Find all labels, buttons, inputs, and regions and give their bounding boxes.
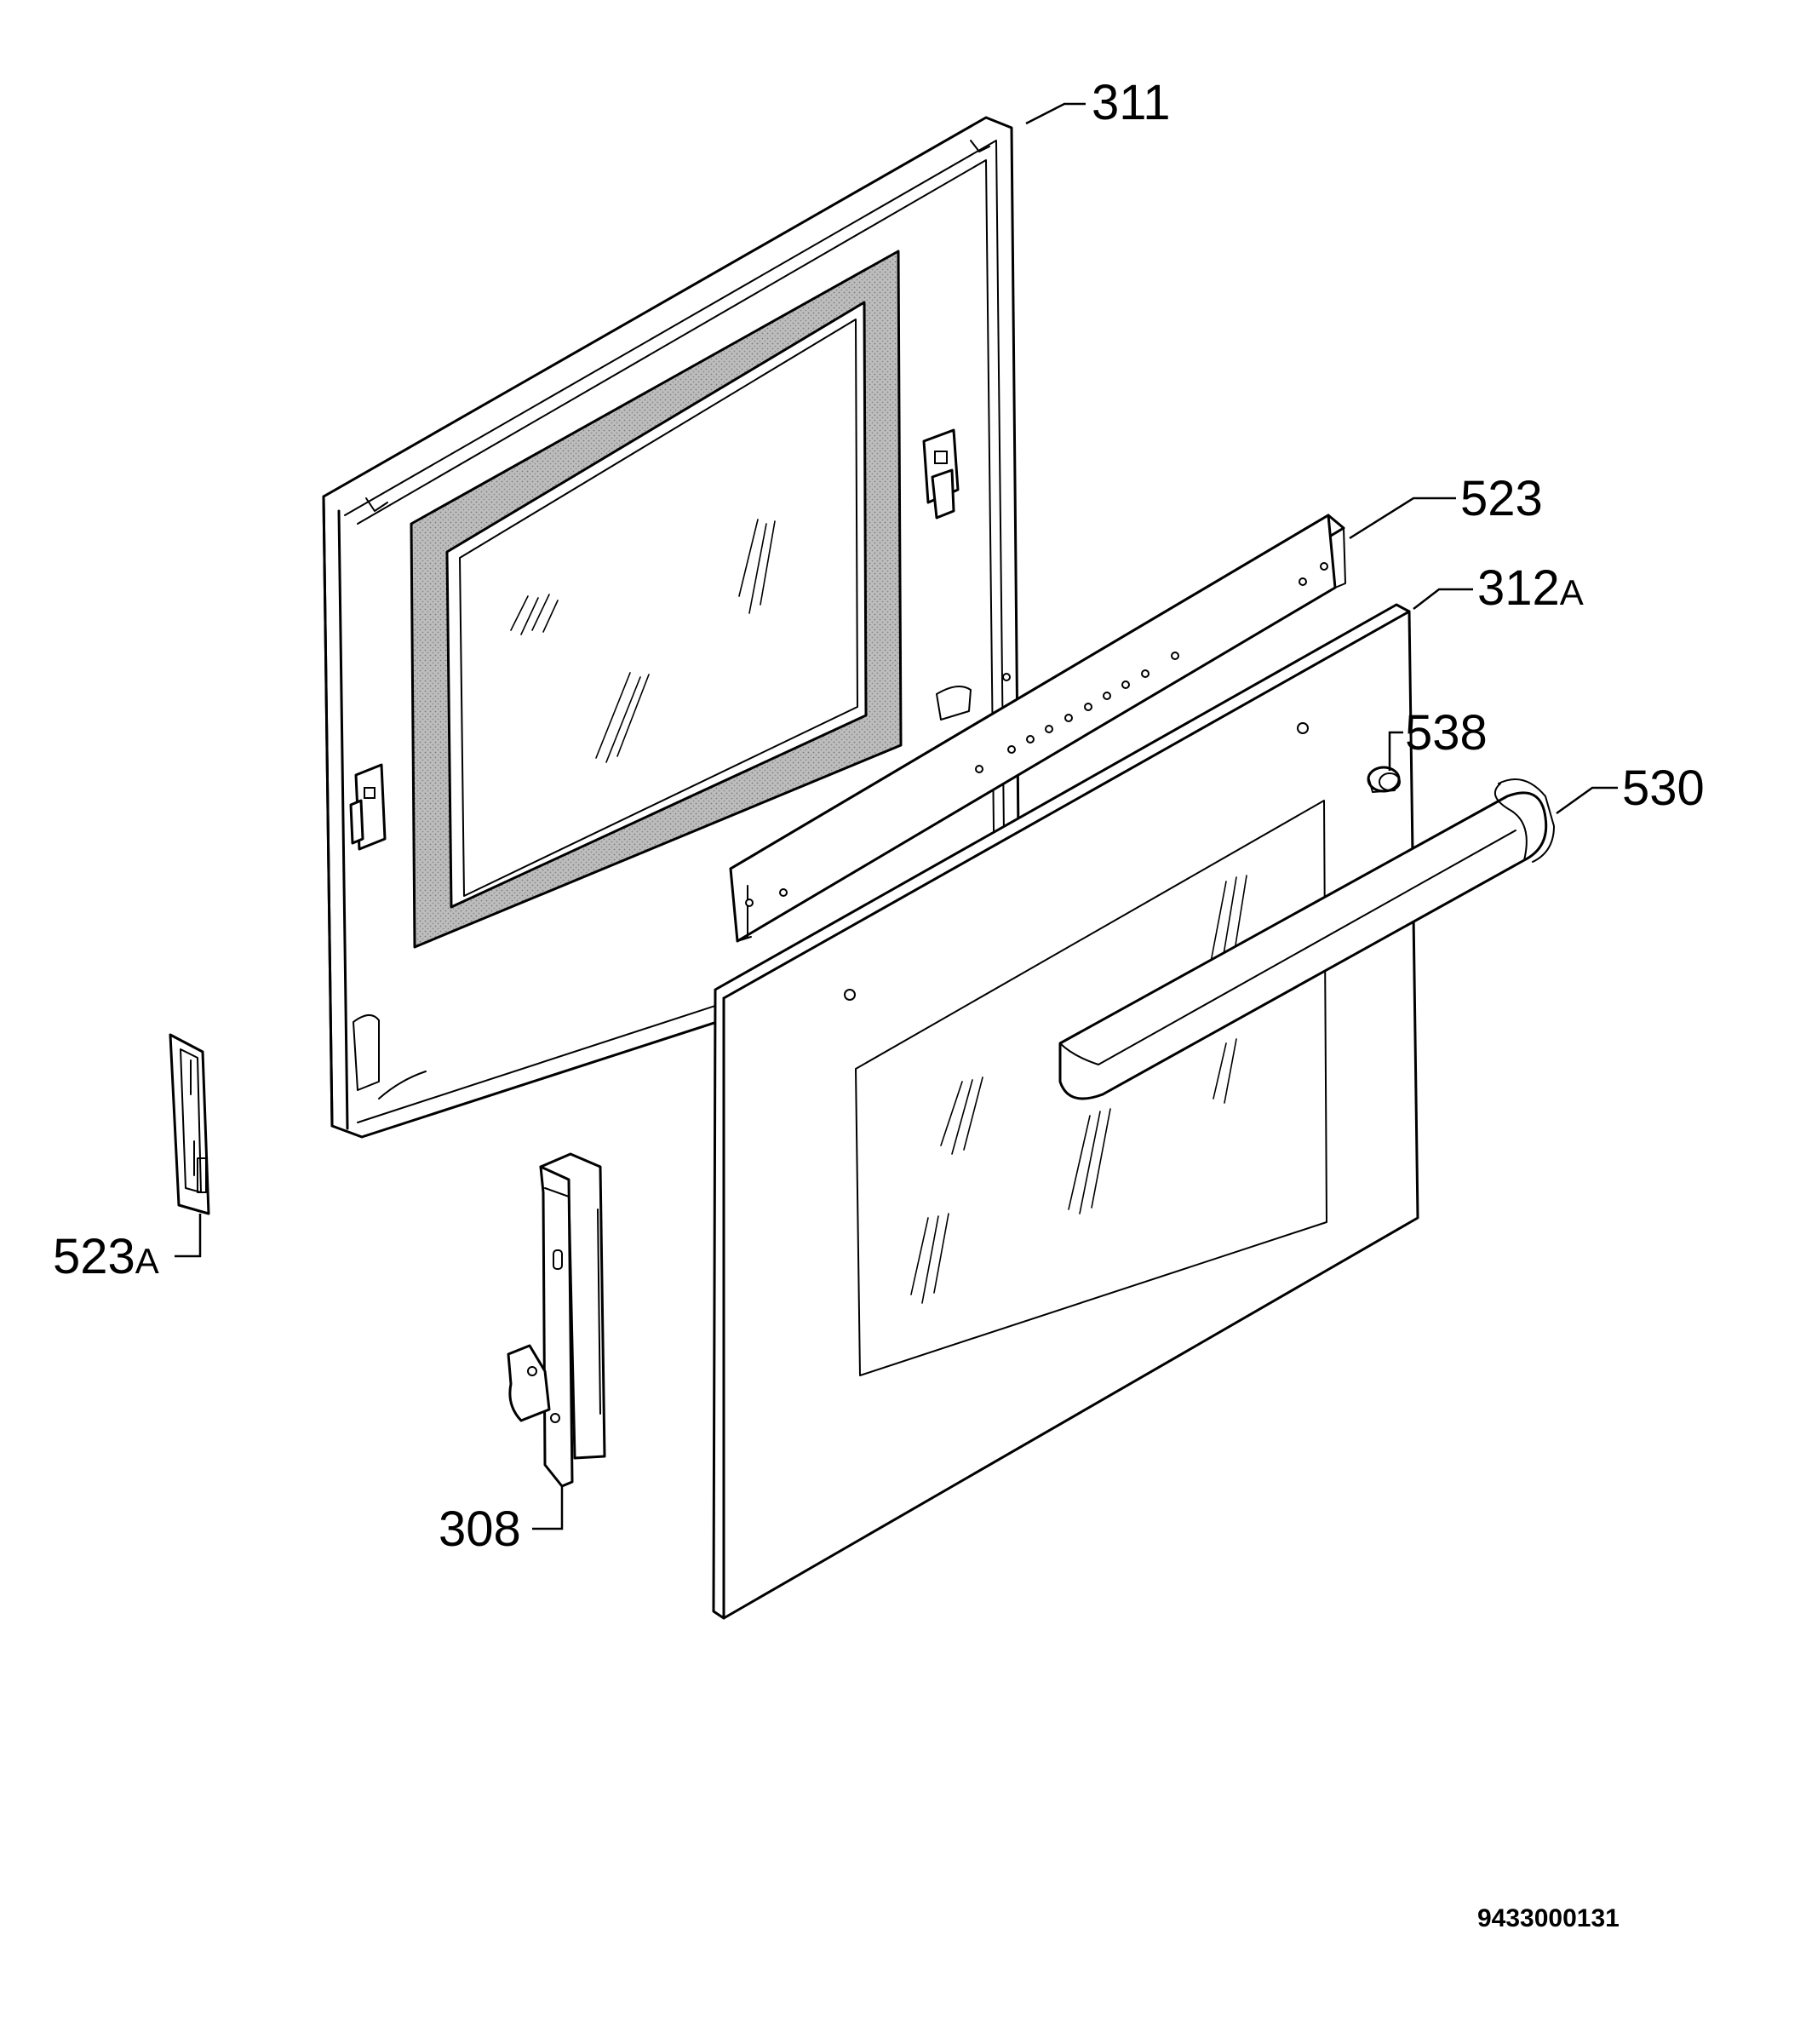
bushing-538 (1367, 766, 1401, 793)
label-312a-number: 312 (1477, 560, 1560, 616)
document-number: 9433000131 (1477, 1904, 1620, 1932)
latch-523a (169, 1033, 210, 1215)
label-523a-number: 523 (53, 1229, 135, 1284)
label-311: 311 (1092, 75, 1170, 130)
label-308: 308 (439, 1501, 521, 1557)
door-rail-523 (729, 514, 1346, 943)
door-gasket-and-inner-glass (410, 250, 903, 949)
outer-door-panel-312a (712, 603, 1419, 1620)
label-523a: 523A (53, 1229, 159, 1284)
leader-lines (175, 102, 1618, 1530)
label-312a-suffix: A (1560, 572, 1584, 612)
callout-labels: 311 523 312A 538 530 523A 308 (53, 75, 1705, 1557)
label-530: 530 (1622, 761, 1705, 816)
label-523a-suffix: A (135, 1241, 159, 1281)
door-handle-530 (1058, 778, 1555, 1100)
label-523: 523 (1460, 471, 1543, 526)
hinge-308 (507, 1152, 606, 1488)
label-312a: 312A (1477, 560, 1584, 616)
label-538: 538 (1405, 705, 1488, 761)
